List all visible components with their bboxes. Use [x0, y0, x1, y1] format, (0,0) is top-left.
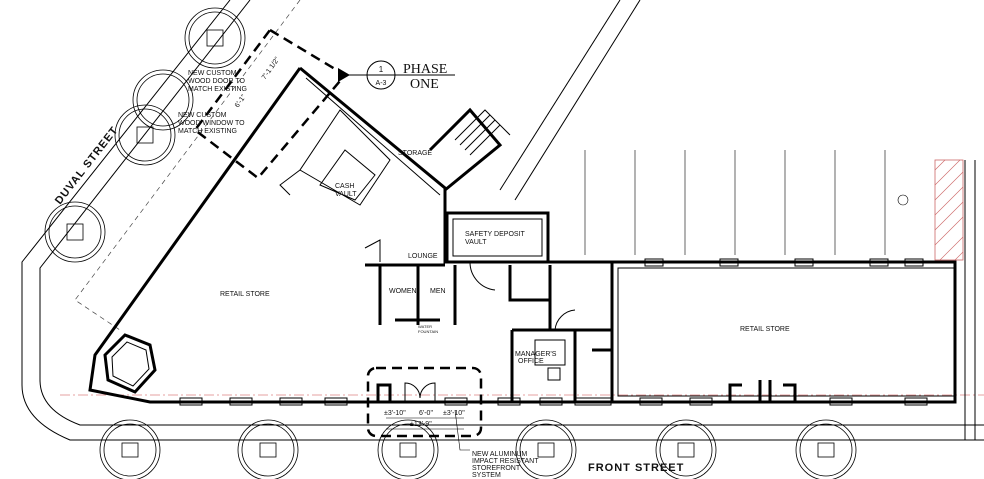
- building-walls: [88, 66, 957, 406]
- room-manager: MANAGER'S: [515, 351, 557, 358]
- svg-text:WOOD DOOR TO: WOOD DOOR TO: [188, 78, 245, 85]
- phase-subtitle: ONE: [410, 77, 439, 92]
- svg-text:±3'-10": ±3'-10": [443, 410, 465, 417]
- parking-lot: [499, 0, 964, 261]
- street-front: FRONT STREET: [588, 462, 684, 474]
- svg-text:WOOD WINDOW TO: WOOD WINDOW TO: [178, 120, 245, 127]
- room-women: WOMEN: [389, 288, 417, 295]
- svg-text:6'-0": 6'-0": [419, 410, 433, 417]
- door-note: NEW CUSTOM WOOD DOOR TO MATCH EXISTING: [188, 70, 247, 93]
- section-number: 1: [379, 65, 384, 74]
- dimension-door: 7'-1 1/2": [261, 56, 282, 81]
- svg-text:±3'-10": ±3'-10": [384, 410, 406, 417]
- svg-text:NEW CUSTOM: NEW CUSTOM: [178, 112, 227, 119]
- storefront-dimensions: ±3'-10" 6'-0" ±3'-10" ±13'-9": [384, 410, 465, 430]
- room-manager-2: OFFICE: [518, 358, 544, 365]
- room-men: MEN: [430, 288, 446, 295]
- room-safety-deposit: SAFETY DEPOSIT: [465, 231, 525, 238]
- room-cash-vault-2: VAULT: [335, 191, 357, 198]
- svg-text:±13'-9": ±13'-9": [410, 421, 432, 428]
- room-cash-vault: CASH: [335, 183, 354, 190]
- section-sheet: A-3: [376, 80, 387, 87]
- room-storage: STORAGE: [398, 150, 432, 157]
- water-fountain-label-2: FOUNTAIN: [418, 329, 438, 334]
- dimension-window: 6'-1": [234, 93, 248, 109]
- street-trees: [44, 7, 857, 479]
- svg-text:IMPACT RESISTANT: IMPACT RESISTANT: [472, 458, 539, 465]
- svg-text:MATCH EXISTING: MATCH EXISTING: [178, 128, 237, 135]
- street-lines: [21, 0, 984, 441]
- scope-box-door: [193, 28, 347, 180]
- scope-box-storefront: [366, 366, 483, 438]
- window-note: NEW CUSTOM WOOD WINDOW TO MATCH EXISTING: [178, 112, 245, 135]
- room-retail-left: RETAIL STORE: [220, 291, 270, 298]
- street-duval: DUVAL STREET: [53, 124, 121, 207]
- svg-text:STOREFRONT: STOREFRONT: [472, 465, 521, 472]
- hydrant-icon: [897, 194, 909, 206]
- storefront-note: NEW ALUMINUM IMPACT RESISTANT STOREFRONT…: [454, 409, 539, 479]
- svg-text:SYSTEM: SYSTEM: [472, 472, 501, 479]
- water-fountain-label: WATER: [418, 324, 432, 329]
- section-marker: 1 A-3 PHASE ONE: [338, 60, 455, 92]
- svg-text:NEW ALUMINUM: NEW ALUMINUM: [472, 451, 527, 458]
- svg-text:NEW CUSTOM: NEW CUSTOM: [188, 70, 237, 77]
- room-retail-right: RETAIL STORE: [740, 326, 790, 333]
- room-lounge: LOUNGE: [408, 253, 438, 260]
- phase-title: PHASE: [403, 62, 447, 77]
- room-safety-deposit-2: VAULT: [465, 239, 487, 246]
- svg-text:MATCH EXISTING: MATCH EXISTING: [188, 86, 247, 93]
